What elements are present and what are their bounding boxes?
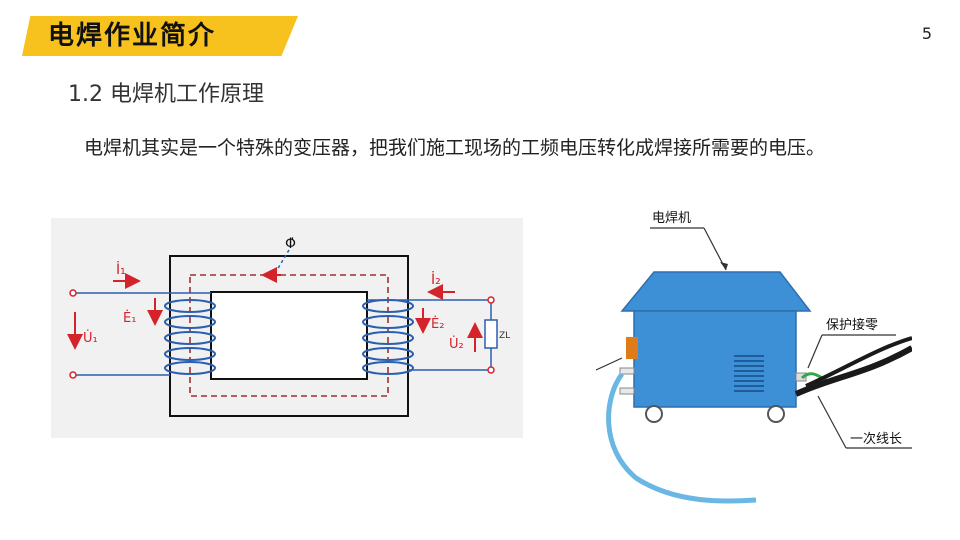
wheel-right <box>767 405 785 423</box>
title-banner <box>22 16 298 56</box>
phi-leader <box>276 249 290 271</box>
machine-label: 电焊机 <box>652 210 691 226</box>
vent-grille <box>734 355 764 392</box>
cable-label: 一次线长 <box>850 431 902 447</box>
phi-label: Φ̇ <box>285 236 296 252</box>
terminal-p1 <box>69 289 77 297</box>
slide-title: 电焊作业简介 <box>48 21 217 51</box>
machine-body <box>633 310 797 408</box>
load-resistor <box>484 319 498 349</box>
u2-label: U̇₂ <box>449 337 464 352</box>
terminal-s1 <box>487 296 495 304</box>
core-outer <box>169 255 409 417</box>
transformer-diagram: Φ̇ İ₁ Ė₁ U̇₁ <box>51 218 523 438</box>
i2-label: İ₂ <box>431 270 441 288</box>
zl-label: ZL <box>499 331 510 341</box>
u1-label: U̇₁ <box>83 331 98 346</box>
secondary-coil <box>362 299 414 375</box>
power-cable <box>794 345 914 397</box>
e2-label: Ė₂ <box>431 316 444 332</box>
welding-cable <box>606 372 757 504</box>
page-number: 5 <box>921 24 932 43</box>
ground-leader <box>807 334 823 369</box>
core-window <box>210 291 368 380</box>
terminal-s2 <box>487 366 495 374</box>
e1-label: Ė₁ <box>123 310 136 326</box>
primary-coil <box>164 299 216 375</box>
body-paragraph: 电焊机其实是一个特殊的变压器，把我们施工现场的工频电压转化成焊接所需要的电压。 <box>84 137 826 159</box>
ground-label: 保护接零 <box>826 317 878 333</box>
i1-label: İ₁ <box>116 260 126 278</box>
wheel-left <box>645 405 663 423</box>
cable-leader <box>817 395 847 449</box>
output-terminal <box>626 337 638 359</box>
machine-roof <box>620 271 812 312</box>
section-subtitle: 1.2 电焊机工作原理 <box>68 82 264 107</box>
welder-illustration: 电焊机 <box>595 198 914 504</box>
terminal-p2 <box>69 371 77 379</box>
